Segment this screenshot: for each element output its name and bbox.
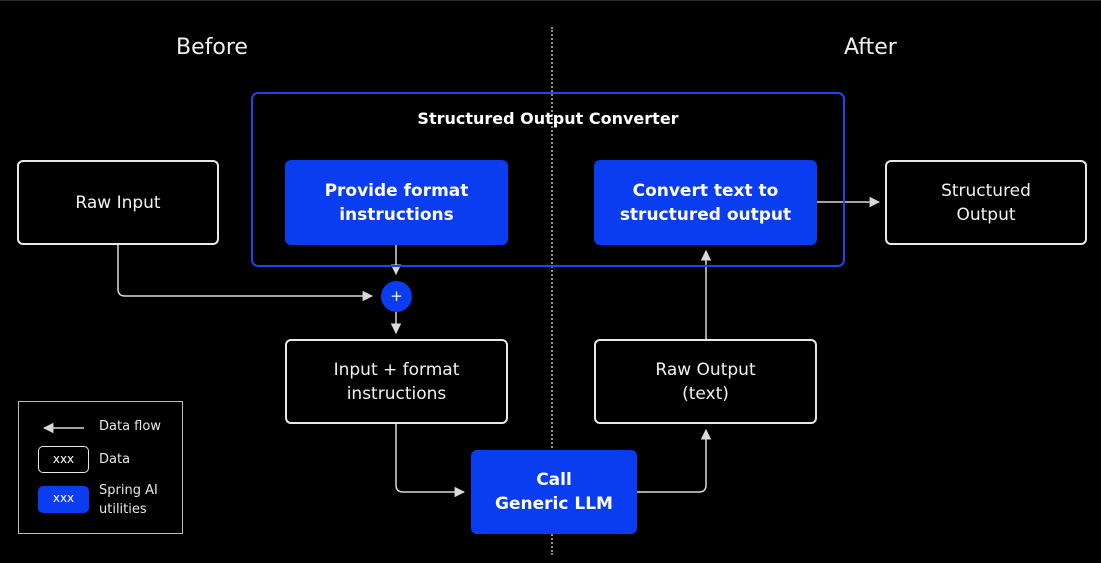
raw-output-node: Raw Output (text) bbox=[594, 339, 817, 424]
before-after-divider bbox=[551, 27, 553, 555]
raw-input-node: Raw Input bbox=[17, 160, 219, 245]
edge-llm-to-raw-output bbox=[637, 428, 712, 493]
convert-text-node: Convert text to structured output bbox=[594, 160, 817, 245]
structured-output-converter-group bbox=[251, 92, 845, 267]
legend-spring-ai-label: Spring AI utilities bbox=[99, 483, 158, 517]
edge-raw-input-to-plus bbox=[117, 244, 374, 302]
provide-format-instructions-node: Provide format instructions bbox=[285, 160, 508, 245]
legend-data-flow-label: Data flow bbox=[99, 419, 161, 434]
structured-output-converter-title: Structured Output Converter bbox=[417, 109, 679, 128]
plus-combine-icon: + bbox=[381, 281, 412, 312]
before-heading: Before bbox=[176, 35, 248, 60]
legend-data-swatch: xxx bbox=[38, 446, 89, 473]
legend bbox=[18, 401, 183, 534]
legend-spring-ai-swatch: xxx bbox=[38, 486, 89, 513]
structured-output-node: Structured Output bbox=[885, 160, 1087, 245]
legend-data-label: Data bbox=[99, 452, 131, 467]
after-heading: After bbox=[844, 35, 897, 60]
edge-input-format-to-llm bbox=[395, 423, 466, 498]
call-generic-llm-node: Call Generic LLM bbox=[471, 450, 637, 534]
input-format-instructions-node: Input + format instructions bbox=[285, 339, 508, 424]
